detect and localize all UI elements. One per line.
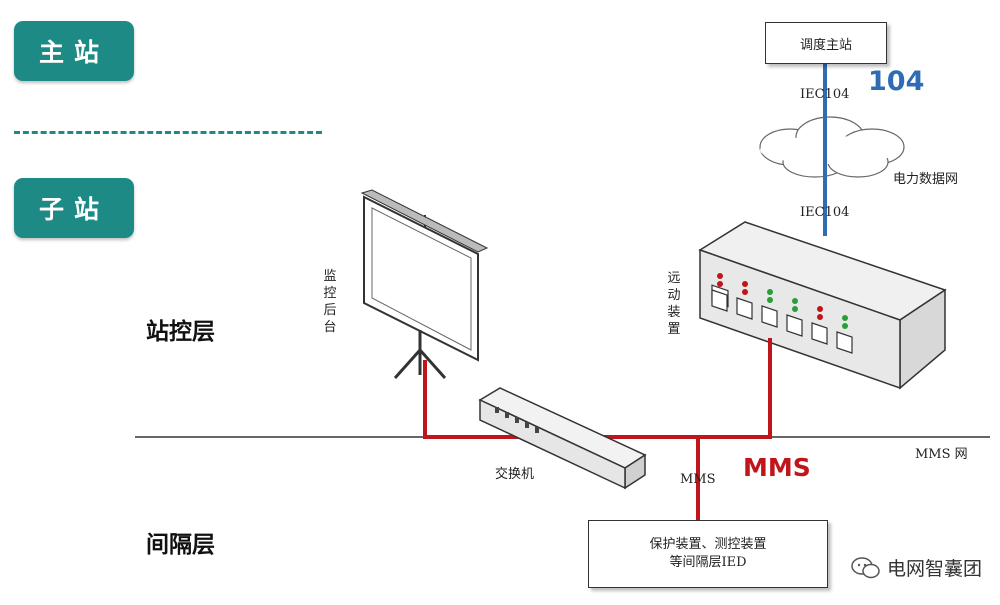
bay-devices-box: 保护装置、测控装置 等间隔层IED xyxy=(588,520,828,588)
wechat-icon xyxy=(851,556,880,578)
bay-devices-line1: 保护装置、测控装置 xyxy=(649,537,767,552)
power-data-network-label: 电力数据网 xyxy=(893,172,959,187)
projector-screen-icon xyxy=(360,189,489,379)
mms-link-label: MMS xyxy=(680,472,716,487)
switch-label: 交换机 xyxy=(495,467,535,482)
section-divider xyxy=(14,131,322,134)
switch-icon xyxy=(478,387,647,490)
bay-devices-line2: 等间隔层IED xyxy=(669,555,747,570)
mms-network-label: MMS 网 xyxy=(915,447,968,462)
mms-links xyxy=(423,338,772,520)
protocol-104-label: 104 xyxy=(868,66,925,97)
iec104-upper-label: IEC104 xyxy=(800,87,850,102)
iec104-lower-label: IEC104 xyxy=(800,205,850,220)
telecontrol-device-label: 远动装置 xyxy=(667,271,681,337)
bay-layer-label: 间隔层 xyxy=(146,532,215,558)
telecontrol-device-icon xyxy=(698,221,947,390)
watermark-text: 电网智囊团 xyxy=(886,558,982,580)
dispatch-master-box: 调度主站 xyxy=(765,22,887,64)
master-station-tag: 主站 xyxy=(14,21,134,81)
monitoring-backend-label: 监控后台 xyxy=(323,269,337,335)
protocol-mms-label: MMS xyxy=(743,453,811,482)
station-control-layer-label: 站控层 xyxy=(146,319,215,345)
watermark: 电网智囊团 xyxy=(851,554,982,581)
substation-tag: 子站 xyxy=(14,178,134,238)
